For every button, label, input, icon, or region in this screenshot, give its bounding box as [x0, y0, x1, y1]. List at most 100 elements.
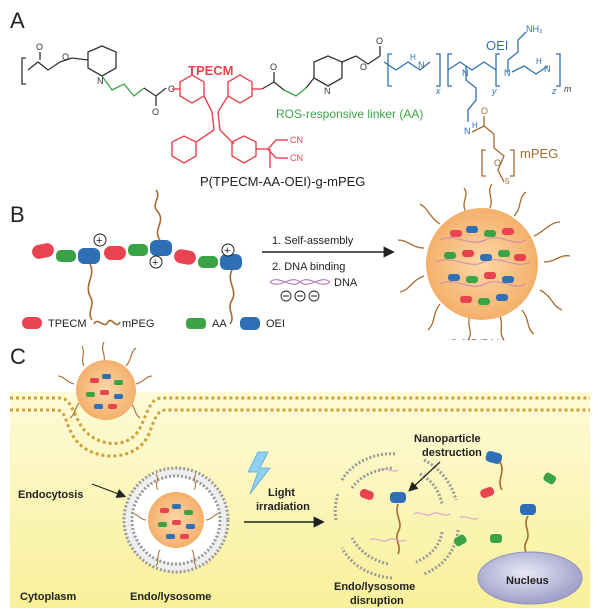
tpecm-core: [171, 74, 288, 168]
fragment-aa: [543, 472, 557, 485]
atom-n-oei3: N: [504, 68, 511, 78]
np-segments: [158, 504, 195, 539]
atom-o-a4: O: [168, 84, 175, 94]
atom-n-oei5: N: [464, 126, 471, 136]
atom-n-a1: N: [97, 76, 104, 86]
disruption-label-2: disruption: [350, 595, 404, 607]
s-np-dna-particle: [397, 183, 571, 341]
atom-o-a2: O: [62, 52, 69, 62]
sub-m: m: [564, 84, 572, 94]
legend-swatch-aa: [186, 318, 206, 329]
legend-swatch-mpeg: [93, 319, 121, 326]
panel-b: B + + + 1. Self-assembly 2. DNA binding: [10, 183, 571, 351]
fragment-oei: [390, 492, 406, 503]
fragment-tpecm: [480, 486, 495, 498]
nucleus: [477, 551, 583, 605]
polymer-chain: + + +: [32, 189, 242, 325]
legend-tpecm: TPECM: [48, 318, 87, 330]
segment-tpecm: [104, 246, 126, 260]
disruption-label-1: Endo/lysosome: [334, 581, 415, 593]
atom-o-peg2: O: [494, 158, 501, 168]
segment-tpecm: [32, 243, 54, 259]
charge-plus-sign: +: [224, 245, 230, 257]
peg-corona: [397, 183, 571, 341]
charge-plus: [93, 233, 107, 247]
np-segments: [86, 374, 123, 409]
step-self-assembly: 1. Self-assembly: [272, 235, 354, 247]
legend-oei: OEI: [266, 318, 285, 330]
charge-plus: [221, 243, 235, 257]
atom-o-a3: O: [152, 107, 159, 117]
atom-n-a2: N: [324, 86, 331, 96]
legend-swatch-oei: [240, 317, 260, 330]
endolysosome: [122, 466, 230, 574]
atom-o-peg1: O: [481, 106, 488, 116]
panel-b-label: B: [10, 202, 25, 227]
lightning-icon: [247, 451, 271, 495]
segment-oei: [78, 248, 100, 264]
legend-mpeg: mPEG: [122, 318, 154, 330]
atom-cn-1: CN: [290, 135, 303, 145]
mpeg-label: mPEG: [520, 146, 558, 161]
atom-nh2: NH₂: [526, 24, 543, 34]
fragment-peg: [499, 461, 503, 491]
panel-c: C: [10, 340, 590, 608]
sub-x: x: [435, 86, 441, 96]
sub-five: 5: [505, 177, 510, 186]
tpecm-label: TPECM: [188, 63, 234, 78]
step-dna-binding: 2. DNA binding: [272, 261, 345, 273]
fragment-peg: [396, 503, 401, 555]
atom-h-1: H: [410, 53, 416, 62]
np-dna-strands: [435, 237, 531, 287]
atom-n-oei1: N: [418, 60, 425, 70]
segment-tpecm: [174, 249, 196, 265]
panel-c-label: C: [10, 344, 26, 369]
segment-aa: [128, 244, 148, 256]
charge-plus: [149, 255, 163, 269]
peg-tail: [229, 269, 235, 325]
dna-label: DNA: [334, 277, 358, 289]
peg-tail: [87, 263, 93, 321]
entering-nanoparticle: [57, 341, 153, 420]
fragment-tpecm: [359, 488, 374, 500]
linker-label: ROS-responsive linker (AA): [276, 107, 423, 121]
tpecm-left-linker: [21, 45, 167, 106]
disrupted-endolysosome: [333, 452, 460, 580]
peg-tail: [154, 189, 162, 241]
fragment-aa: [490, 534, 502, 543]
cell-membrane: [10, 396, 590, 458]
fragment-oei: [485, 450, 503, 464]
legend-swatch-tpecm: [22, 317, 42, 329]
released-dna: [369, 468, 479, 542]
endolysosome-label: Endo/lysosome: [130, 591, 211, 603]
np-segments: [444, 226, 526, 305]
mpeg-graft: [471, 116, 515, 183]
cytoplasm-label: Cytoplasm: [20, 591, 76, 603]
panel-a-label: A: [10, 8, 25, 33]
nano-destruction-2: destruction: [422, 447, 482, 459]
atom-h-2: H: [536, 57, 542, 66]
endocytosis-arrow: [91, 483, 127, 498]
atom-n-oei4: N: [544, 64, 551, 74]
charge-plus-sign: +: [96, 235, 102, 247]
atom-o-a7: O: [376, 36, 383, 46]
panel-a: A O O N O O: [10, 8, 572, 189]
endocytosis-label: Endocytosis: [18, 489, 83, 501]
nucleus-label: Nucleus: [506, 575, 549, 587]
legend: TPECM mPEG AA OEI: [22, 317, 285, 330]
oei-label: OEI: [486, 38, 508, 53]
polymer-name: P(TPECM-AA-OEI)-g-mPEG: [200, 174, 365, 189]
light-label-2: irradiation: [256, 501, 310, 513]
oei-chain: [383, 31, 561, 122]
atom-n-oei2: N: [462, 68, 469, 78]
atom-o-a5: O: [270, 62, 277, 72]
fragment-aa: [453, 534, 467, 547]
segment-oei: [150, 240, 172, 256]
atom-cn-2: CN: [290, 153, 303, 163]
segment-aa: [56, 250, 76, 262]
nano-destruction-1: Nanoparticle: [414, 433, 481, 445]
segment-oei: [220, 254, 242, 270]
aa-linker-right: [261, 46, 381, 97]
legend-aa: AA: [212, 318, 227, 330]
